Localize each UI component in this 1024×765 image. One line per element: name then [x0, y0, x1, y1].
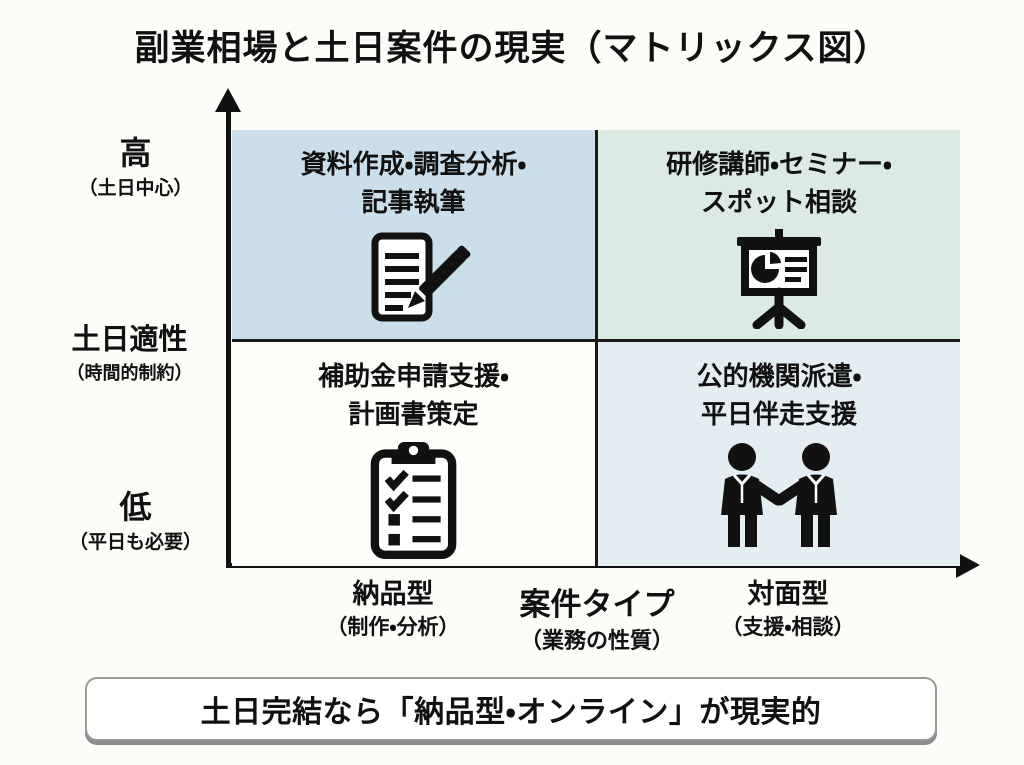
conclusion-box: 土日完結なら「納品型・オンライン」が現実的	[85, 677, 937, 741]
quadrant-top-right: 研修講師・セミナー・ スポット相談	[598, 130, 960, 339]
y-axis-arrowhead-icon	[215, 88, 241, 112]
y-axis-title: 土日適性 （時間的制約）	[22, 322, 237, 385]
matrix-grid: 資料作成・調査分析・ 記事執筆 研修講師・セミナー・ スポット相談	[232, 130, 960, 566]
y-high-label: 高	[119, 135, 152, 171]
handshake-people-icon	[704, 441, 854, 556]
quadrant-top-left-label: 資料作成・調査分析・ 記事執筆	[300, 149, 527, 217]
x-right-sublabel: （支援・相談）	[721, 616, 855, 640]
quadrant-bottom-left: 補助金申請支援・ 計画書策定	[232, 342, 595, 566]
y-low-label: 低	[119, 489, 152, 525]
document-pencil-icon	[354, 229, 474, 329]
quadrant-bottom-right: 公的機関派遣・ 平日伴走支援	[598, 342, 960, 566]
presentation-chart-icon	[719, 229, 839, 330]
x-axis-label-right: 対面型 （支援・相談）	[668, 578, 908, 641]
x-axis-title: 案件タイプ （業務の性質）	[477, 586, 717, 655]
y-axis-label-high: 高 （土日中心）	[28, 133, 243, 201]
checklist-clipboard-icon	[361, 441, 466, 560]
y-low-sublabel: （平日も必要）	[68, 532, 202, 553]
diagram-title: 副業相場と土日案件の現実（マトリックス図）	[134, 29, 890, 68]
y-axis-label-low: 低 （平日も必要）	[28, 487, 243, 555]
quadrant-bottom-right-label: 公的機関派遣・ 平日伴走支援	[696, 361, 862, 429]
y-axis-line	[226, 106, 231, 568]
conclusion-text: 土日完結なら「納品型・オンライン」が現実的	[200, 696, 822, 729]
x-axis-title-label: 案件タイプ	[519, 587, 675, 622]
y-axis-title-label: 土日適性	[71, 324, 188, 356]
y-high-sublabel: （土日中心）	[78, 178, 193, 199]
y-axis-title-sublabel: （時間的制約）	[66, 363, 193, 384]
x-left-sublabel: （制作・分析）	[326, 616, 460, 640]
x-right-label: 対面型	[747, 579, 829, 609]
quadrant-top-right-label: 研修講師・セミナー・ スポット相談	[666, 149, 892, 217]
x-left-label: 納品型	[352, 579, 434, 609]
x-axis-title-sublabel: （業務の性質）	[519, 628, 674, 654]
x-axis-arrowhead-icon	[956, 552, 980, 578]
x-axis-label-left: 納品型 （制作・分析）	[273, 578, 513, 641]
quadrant-top-left: 資料作成・調査分析・ 記事執筆	[232, 130, 595, 339]
quadrant-bottom-left-label: 補助金申請支援・ 計画書策定	[318, 361, 509, 429]
